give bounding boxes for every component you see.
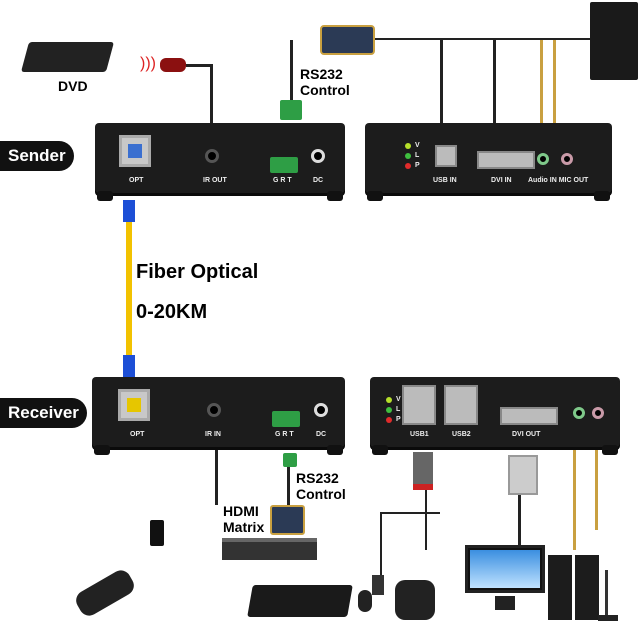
webcam (395, 580, 435, 620)
distance-label: 0-20KM (136, 301, 208, 323)
wireless-signal-icon: ))) (140, 55, 156, 72)
monitor (465, 545, 545, 593)
receiver-fiber-unit: OPT IR IN G R T DC (92, 377, 345, 455)
speaker-left (548, 555, 572, 620)
hdmi-matrix-label: HDMI Matrix (223, 503, 265, 535)
db9-connector (320, 25, 375, 55)
sender-label: Sender (0, 141, 74, 171)
fiber-connector-bottom (123, 355, 135, 377)
ir-in-jack (207, 403, 221, 417)
fiber-connector-top (123, 200, 135, 222)
receiver-kvm-unit: V L P USB1 USB2 DVI OUT (370, 377, 620, 455)
microphone (605, 570, 608, 620)
fiber-cable (126, 222, 132, 357)
usb2-port (444, 385, 478, 425)
fiber-label: Fiber Optical (136, 261, 259, 283)
ir-receiver (150, 520, 164, 546)
dvi-connector (508, 455, 538, 495)
sender-fiber-unit: OPT IR OUT G R T DC (95, 123, 345, 201)
ir-emitter (160, 58, 186, 72)
receiver-label: Receiver (0, 398, 87, 428)
sender-kvm-unit: V L P USB IN DVI IN Audio IN MIC OUT (365, 123, 612, 201)
dvi-port (477, 151, 535, 169)
mouse (358, 590, 372, 612)
dvi-out-port (500, 407, 558, 425)
keyboard (247, 585, 353, 617)
usb-connector (413, 452, 433, 490)
rs232-top-label: RS232 Control (300, 66, 350, 98)
hdmi-matrix (222, 538, 317, 560)
sfp-port (119, 135, 151, 167)
rs232-bottom-label: RS232 Control (296, 470, 346, 502)
remote-control (72, 566, 138, 620)
dvd-label: DVD (58, 78, 88, 94)
usb1-port (402, 385, 436, 425)
db9-connector-bottom (270, 505, 305, 535)
dc-jack (311, 149, 325, 163)
usb-b-port (435, 145, 457, 167)
ir-out-jack (205, 149, 219, 163)
dvd-player (20, 42, 115, 72)
speaker-right (575, 555, 599, 620)
usb-dongle (372, 575, 384, 595)
terminal-block (280, 100, 302, 120)
pc-tower (590, 2, 638, 80)
